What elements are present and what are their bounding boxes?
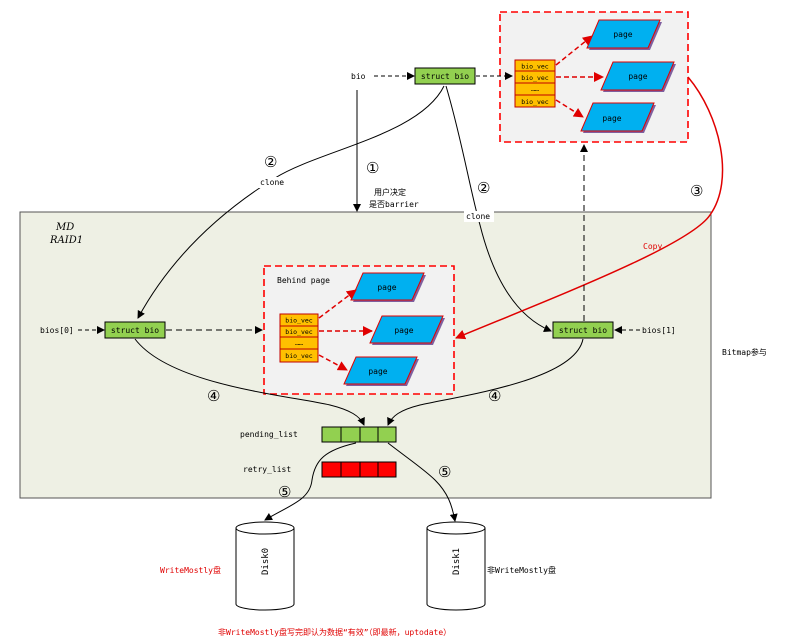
step-1: ① — [366, 159, 379, 177]
copy-curve — [455, 76, 724, 340]
copy-label: Copy — [643, 242, 662, 251]
disk0: Disk0 — [235, 521, 295, 611]
bio-vec-ellipsis: …… — [295, 339, 303, 347]
svg-text:page: page — [377, 283, 396, 292]
behind-vec-to-page3 — [318, 354, 348, 371]
footnote: 非WriteMostly盘写完即认为数据“有效”（即最新，uptodate） — [218, 627, 451, 637]
behind-page-group: Behind page bio_vec bio_vec …… bio_vec p… — [263, 265, 455, 395]
retry-list-label: retry_list — [243, 465, 291, 474]
clone-right-curve — [445, 85, 552, 332]
pending-list — [321, 426, 397, 443]
step-2-right: ② — [477, 179, 490, 197]
retry-list — [321, 461, 397, 478]
struct-bio-top-label: struct bio — [421, 72, 469, 81]
bios0-label: bios[0] — [40, 326, 74, 335]
disk0-label: Disk0 — [261, 548, 271, 575]
step-5-right: ⑤ — [438, 463, 451, 481]
top-vec-to-page3 — [555, 99, 584, 118]
non-writemostly-label: 非WriteMostly盘 — [487, 565, 556, 575]
disk1-label: Disk1 — [452, 548, 462, 575]
bios1-label: bios[1] — [642, 326, 676, 335]
behind-page-1: page — [350, 272, 426, 302]
clone-left-label: clone — [260, 178, 284, 187]
step-5-left: ⑤ — [278, 483, 291, 501]
bio-vec-cell: bio_vec — [285, 317, 312, 325]
step-2-left: ② — [264, 153, 277, 171]
svg-text:page: page — [613, 30, 632, 39]
top-page-1: page — [586, 19, 662, 50]
struct-bio-left-label: struct bio — [111, 326, 159, 335]
raid1-label: RAID1 — [49, 235, 83, 246]
top-page-group: bio_vec bio_vec …… bio_vec page page pag… — [499, 11, 689, 143]
bio-vec-cell: bio_vec — [521, 74, 548, 82]
svg-text:page: page — [394, 326, 413, 335]
step-3: ③ — [690, 182, 703, 200]
writemostly-label: WriteMostly盘 — [160, 565, 221, 575]
md-label: MD — [55, 222, 74, 233]
svg-text:page: page — [602, 114, 621, 123]
bio-vec-cell: bio_vec — [521, 98, 548, 106]
struct-bio-top — [414, 67, 476, 85]
clone-right-label: clone — [466, 212, 490, 221]
left-to-pending-curve — [134, 338, 365, 426]
struct-bio-left — [104, 321, 166, 339]
top-page-2: page — [600, 61, 676, 92]
behind-bio-vec-array: bio_vec bio_vec …… bio_vec — [279, 313, 319, 363]
struct-bio-right — [552, 321, 614, 339]
bio-vec-cell: bio_vec — [285, 352, 312, 360]
step-4-left: ④ — [207, 387, 220, 405]
disk1: Disk1 — [426, 521, 486, 611]
right-to-pending-curve — [387, 338, 584, 426]
bio-vec-cell: bio_vec — [285, 328, 312, 336]
bio-label: bio — [351, 72, 366, 81]
pending-to-disk0-curve — [264, 442, 357, 521]
bio-vec-ellipsis: …… — [531, 85, 539, 93]
behind-page-2: page — [369, 315, 445, 345]
struct-bio-right-label: struct bio — [559, 326, 607, 335]
bio-vec-cell: bio_vec — [521, 63, 548, 71]
top-bio-vec-array: bio_vec bio_vec …… bio_vec — [514, 59, 556, 108]
top-page-3: page — [580, 102, 656, 133]
pending-list-label: pending_list — [240, 430, 298, 439]
behind-page-3: page — [343, 356, 419, 386]
user-decide-label-2: 是否barrier — [369, 200, 419, 209]
user-decide-label-1: 用户决定 — [374, 187, 406, 197]
svg-text:page: page — [628, 72, 647, 81]
step-4-right: ④ — [488, 387, 501, 405]
bitmap-label: Bitmap参与 — [722, 347, 767, 357]
behind-page-label: Behind page — [277, 276, 330, 285]
pending-to-disk1-curve — [387, 442, 458, 522]
svg-text:page: page — [368, 367, 387, 376]
